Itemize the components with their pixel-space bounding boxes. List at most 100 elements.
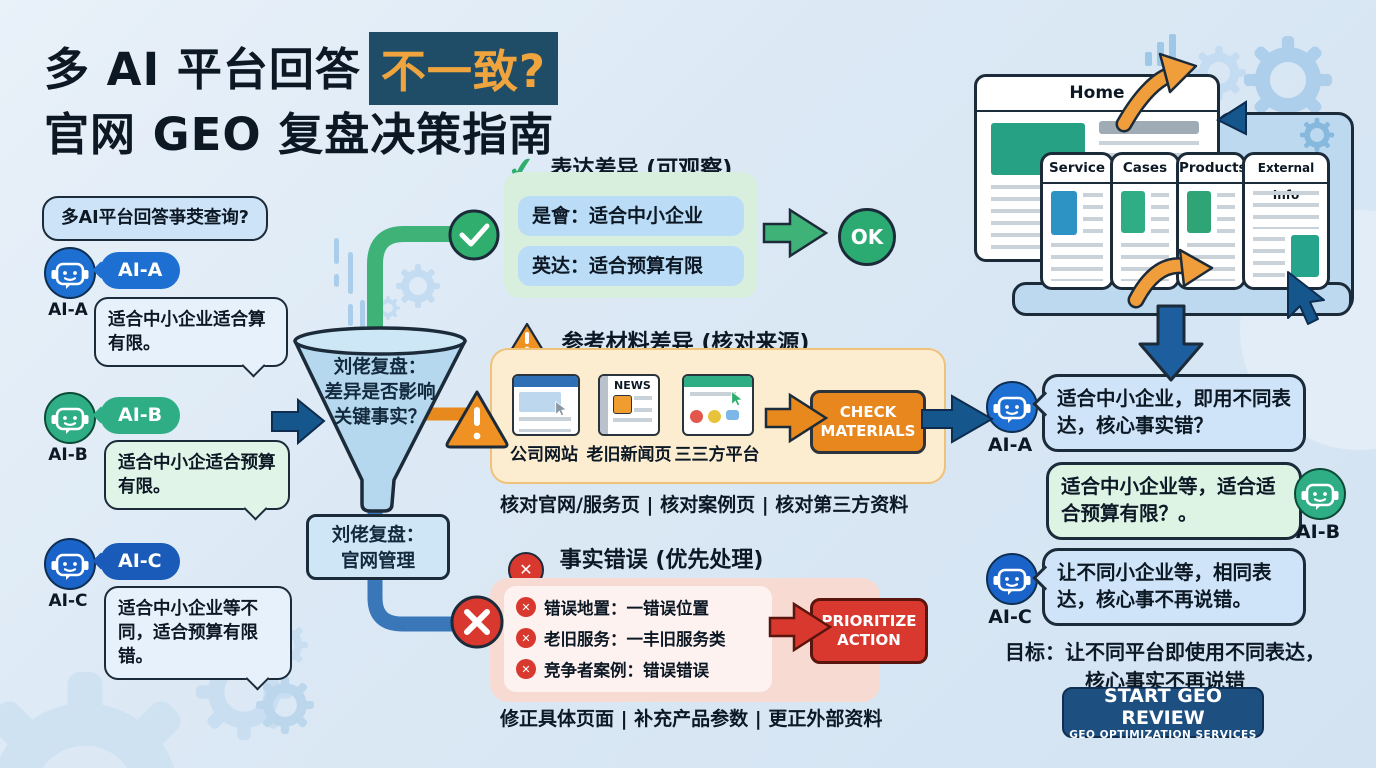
ai-b-message-bubble: 适合中小企适合预算有限。	[104, 440, 290, 521]
ai-c-message-bubble: 适合中小企业等不同，适合预算有限错。	[104, 586, 292, 691]
mini-hero	[519, 392, 561, 412]
news-title: NEWS	[614, 379, 651, 392]
robot-icon	[1296, 470, 1344, 518]
card-external-label: External Info	[1245, 155, 1327, 202]
card-cases[interactable]: Cases	[1110, 152, 1180, 290]
dot-blue	[726, 410, 739, 420]
errors-header-text: 事实错误 (优先处理)	[559, 548, 764, 573]
right-ai-b-avatar	[1294, 468, 1346, 520]
decor-dash	[334, 238, 339, 264]
ai-b-avatar-label: AI-B	[48, 445, 88, 465]
ai-b-pill: AI-B	[92, 397, 181, 434]
right-ai-c-label: AI-C	[988, 606, 1032, 628]
tab-home[interactable]: Home	[977, 77, 1217, 112]
mini-browser-bar	[684, 376, 752, 387]
ai-a-avatar-label: AI-A	[48, 300, 88, 320]
text-lines	[1253, 191, 1319, 229]
text-lines	[1151, 193, 1169, 233]
text-lines	[1187, 243, 1235, 281]
x-circle-icon: ✕	[516, 628, 536, 648]
text-lines	[1083, 193, 1103, 233]
funnel-line2: 差异是否影响	[324, 381, 436, 403]
mini-browser-bar	[514, 376, 578, 387]
gear-icon	[256, 676, 314, 734]
ai-a-pill-label: AI-A	[118, 259, 163, 281]
prioritize-line2: ACTION	[837, 631, 901, 649]
errors-list: ✕ 错误地置：一错误位置 ✕ 老旧服务：一丰旧服务类 ✕ 竞争者案例：错误错误	[504, 586, 772, 692]
card-products[interactable]: Products	[1176, 152, 1247, 290]
material-label-3: 三三方平台	[674, 445, 760, 465]
dot-yellow	[708, 410, 721, 423]
cta-line1: START GEO REVIEW	[1104, 684, 1222, 729]
error-item-text: 竞争者案例：错误错误	[544, 661, 709, 680]
news-spine	[600, 376, 608, 434]
query-text: 多AI平台回答亊茭查询?	[61, 208, 249, 228]
query-bubble: 多AI平台回答亊茭查询?	[42, 196, 268, 241]
expression-bubble-1-text: 是會：适合中小企业	[532, 205, 704, 227]
ai-b-pill-label: AI-B	[118, 404, 163, 426]
error-item-text: 老旧服务：一丰旧服务类	[544, 630, 726, 649]
arrow-down-icon	[1138, 304, 1204, 382]
goal-line1: 目标：让不同平台即使用不同表达，	[1005, 640, 1325, 664]
ok-badge[interactable]: OK	[838, 208, 896, 266]
expression-bubble-1: 是會：适合中小企业	[518, 196, 744, 236]
robot-icon	[46, 540, 94, 588]
text-lines	[634, 396, 652, 414]
card-service[interactable]: Service	[1040, 152, 1114, 290]
card-cases-label: Cases	[1113, 155, 1177, 184]
right-ai-c-bubble: 让不同小企业等，相同表达，核心事不再说错。	[1032, 548, 1306, 626]
ai-c-pill-label: AI-C	[118, 550, 162, 572]
text-lines	[1121, 243, 1169, 281]
prioritize-line1: PRIORITIZE	[821, 611, 917, 630]
bubble-tail	[243, 496, 268, 521]
ai-c-message: 适合中小企业等不同，适合预算有限错。	[118, 599, 258, 668]
ai-c-pill: AI-C	[92, 543, 180, 580]
right-ai-a-bubble: 适合中小企业，即用不同表达，核心事实错？	[1032, 374, 1306, 452]
bar-chart-icon	[1145, 34, 1176, 66]
error-item-text: 错误地置：一错误位置	[544, 599, 709, 618]
robot-icon	[988, 383, 1036, 431]
right-ai-a-message: 适合中小企业，即用不同表达，核心事实错？	[1057, 387, 1292, 437]
check-circle-icon	[448, 209, 500, 261]
decor-dash	[348, 304, 353, 326]
error-item: ✕ 老旧服务：一丰旧服务类	[516, 626, 760, 650]
cursor-icon	[552, 400, 570, 418]
check-materials-button[interactable]: CHECK MATERIALS	[810, 390, 926, 454]
arrow-right-icon	[762, 207, 829, 259]
funnel-line1: 刘佬复盘：	[333, 357, 427, 378]
funnel-box: 刘佬复盘： 官网管理	[306, 514, 450, 580]
ai-a-avatar	[44, 247, 96, 299]
gear-icon	[1244, 36, 1332, 124]
x-circle-icon: ✕	[516, 597, 536, 617]
robot-icon	[46, 249, 94, 297]
ai-b-avatar	[44, 392, 96, 444]
check-materials-line2: MATERIALS	[820, 422, 916, 440]
card-thumb	[1291, 235, 1319, 277]
right-ai-b-bubble: 适合中小企业等，适合适合预算有限？。	[1046, 462, 1312, 540]
funnel-box-line1: 刘佬复盘：	[331, 525, 425, 546]
gray-bar	[1099, 121, 1199, 134]
start-geo-review-button[interactable]: START GEO REVIEW GEO OPTIMIZATION SERVIC…	[1062, 684, 1264, 741]
right-ai-a-avatar	[986, 381, 1038, 433]
decor-dash	[334, 274, 339, 287]
right-ai-c-avatar	[986, 553, 1038, 605]
page-title-line2: 官网 GEO 复盘决策指南	[44, 108, 555, 161]
gear-icon	[0, 672, 210, 768]
card-external-info[interactable]: External Info	[1242, 152, 1330, 290]
old-news-page-icon: NEWS	[598, 374, 660, 436]
error-item: ✕ 错误地置：一错误位置	[516, 595, 760, 619]
prioritize-action-button[interactable]: PRIORITIZE ACTION	[810, 598, 928, 664]
materials-footer: 核对官网/服务页 | 核对案例页 | 核对第三方资料	[500, 494, 909, 516]
error-item: ✕ 竞争者案例：错误错误	[516, 657, 760, 681]
funnel-question: 刘佬复盘： 差异是否影响 关键事实？	[305, 356, 455, 431]
card-thumb	[1121, 191, 1145, 233]
page-title-line1: 多 AI 平台回答不一致?	[44, 30, 559, 105]
funnel-box-line2: 官网管理	[340, 551, 415, 572]
robot-icon	[46, 394, 94, 442]
x-circle-icon: ✕	[516, 659, 536, 679]
ai-c-avatar-label: AI-C	[48, 591, 88, 611]
ai-a-pill: AI-A	[92, 252, 181, 289]
bubble-tail	[241, 353, 266, 378]
card-thumb	[1187, 191, 1211, 233]
